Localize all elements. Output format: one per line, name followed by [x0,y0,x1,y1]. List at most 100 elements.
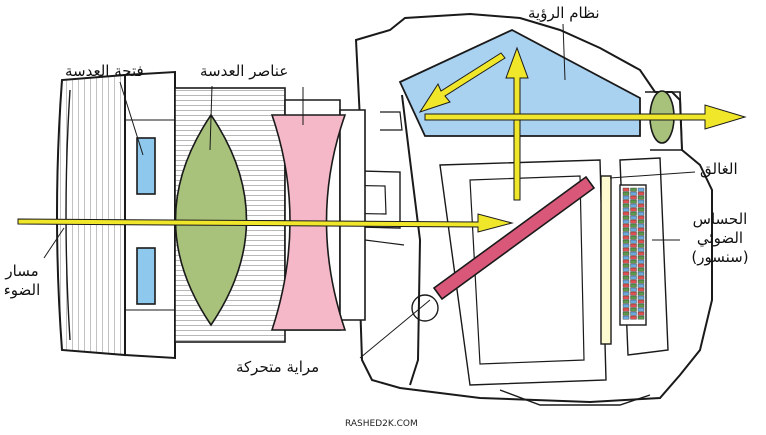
sensor-cell [630,283,637,288]
sensor-cell [637,227,645,232]
sensor-cell [630,255,637,260]
sensor-cell [630,231,637,236]
sensor-cell [622,299,630,304]
sensor-cell [622,283,630,288]
sensor-cell [622,291,630,296]
sensor-cell [637,279,645,284]
mirror-pivot [411,294,439,322]
sensor-cell [630,235,637,240]
sensor-cell [622,255,630,260]
sensor-cell [637,211,645,216]
sensor-cell [637,187,645,192]
sensor-cell [630,263,637,268]
sensor-cell [622,227,630,232]
aperture-blade-top [136,137,156,195]
sensor-cell [630,199,637,204]
light-path-label-line2: الضوء [3,280,41,299]
sensor-cell [637,207,645,212]
light-rays [17,46,747,233]
sensor-cell [630,295,637,300]
sensor-cell [637,223,645,228]
light-path-label: مسار الضوء [2,262,42,300]
sensor-cell [630,303,637,308]
sensor-cell [637,243,645,248]
sensor-cell [630,215,637,220]
sensor-cell [622,223,630,228]
leader-lines [43,23,696,359]
sensor-cell [630,223,637,228]
light-ray-horizontal [17,213,514,233]
sensor-label-line2: الضوئي [696,228,744,247]
sensor-cell [630,307,637,312]
sensor-cell [622,235,630,240]
sensor-cell [630,187,637,192]
sensor-label-line1: الحساس [692,210,748,228]
sensor-cell [637,263,645,268]
sensor-cell [622,295,630,300]
light-path-label-line1: مسار [5,262,39,280]
sensor-cell [622,207,630,212]
sensor-cell [637,195,645,200]
sensor-cell [622,199,630,204]
sensor-cell [630,299,637,304]
sensor-cell [630,239,637,244]
sensor-cell [622,239,630,244]
shutter [600,175,612,345]
sensor-cell [622,259,630,264]
sensor-label: الحساس الضوئي (سنسور) [680,210,760,266]
sensor-cell [622,203,630,208]
sensor-cell [622,187,630,192]
sensor-cell [622,303,630,308]
sensor-cell [630,219,637,224]
shutter-label: الغالق [700,160,738,178]
light-ray-vertical [505,46,529,201]
site-credit: RASHED2K.COM [345,419,418,429]
sensor-cell [630,243,637,248]
sensor-cell [637,239,645,244]
sensor-cell [622,267,630,272]
sensor-cell [622,211,630,216]
lens-elements-label: عناصر العدسة [200,62,289,80]
sensor-cell [630,271,637,276]
sensor-cell [637,291,645,296]
sensor-cell [630,275,637,280]
sensor-cell [630,311,637,316]
sensor-cell [622,271,630,276]
light-ray-diagonal [418,52,506,113]
sensor-cell [630,247,637,252]
sensor-cell [630,227,637,232]
sensor-cell [630,207,637,212]
sensor-cell [622,219,630,224]
sensor-cell [630,315,637,320]
sensor-cell [637,271,645,276]
sensor-cell [622,287,630,292]
sensor-cell [622,247,630,252]
mirror-label: مراية متحركة [236,358,320,376]
sensor-cell [622,251,630,256]
sensor-cell [637,235,645,240]
sensor-cell [637,283,645,288]
sensor-cell [630,251,637,256]
sensor-cell [630,291,637,296]
sensor-cell [622,231,630,236]
sensor-cell [637,199,645,204]
sensor-cell [637,203,645,208]
sensor-cell [637,251,645,256]
sensor-cell [622,307,630,312]
sensor-cell [622,215,630,220]
sensor-cell [622,315,630,320]
sensor-cell [637,275,645,280]
sensor-cell [637,287,645,292]
sensor-cell [637,267,645,272]
sensor-cell [630,287,637,292]
aperture-blade-bottom [136,247,156,305]
sensor-cell [630,195,637,200]
sensor-cell [622,275,630,280]
sensor-cell [622,195,630,200]
sensor-cell [637,219,645,224]
sensor-cell [622,311,630,316]
sensor-cell [630,211,637,216]
sensor-cell [630,279,637,284]
